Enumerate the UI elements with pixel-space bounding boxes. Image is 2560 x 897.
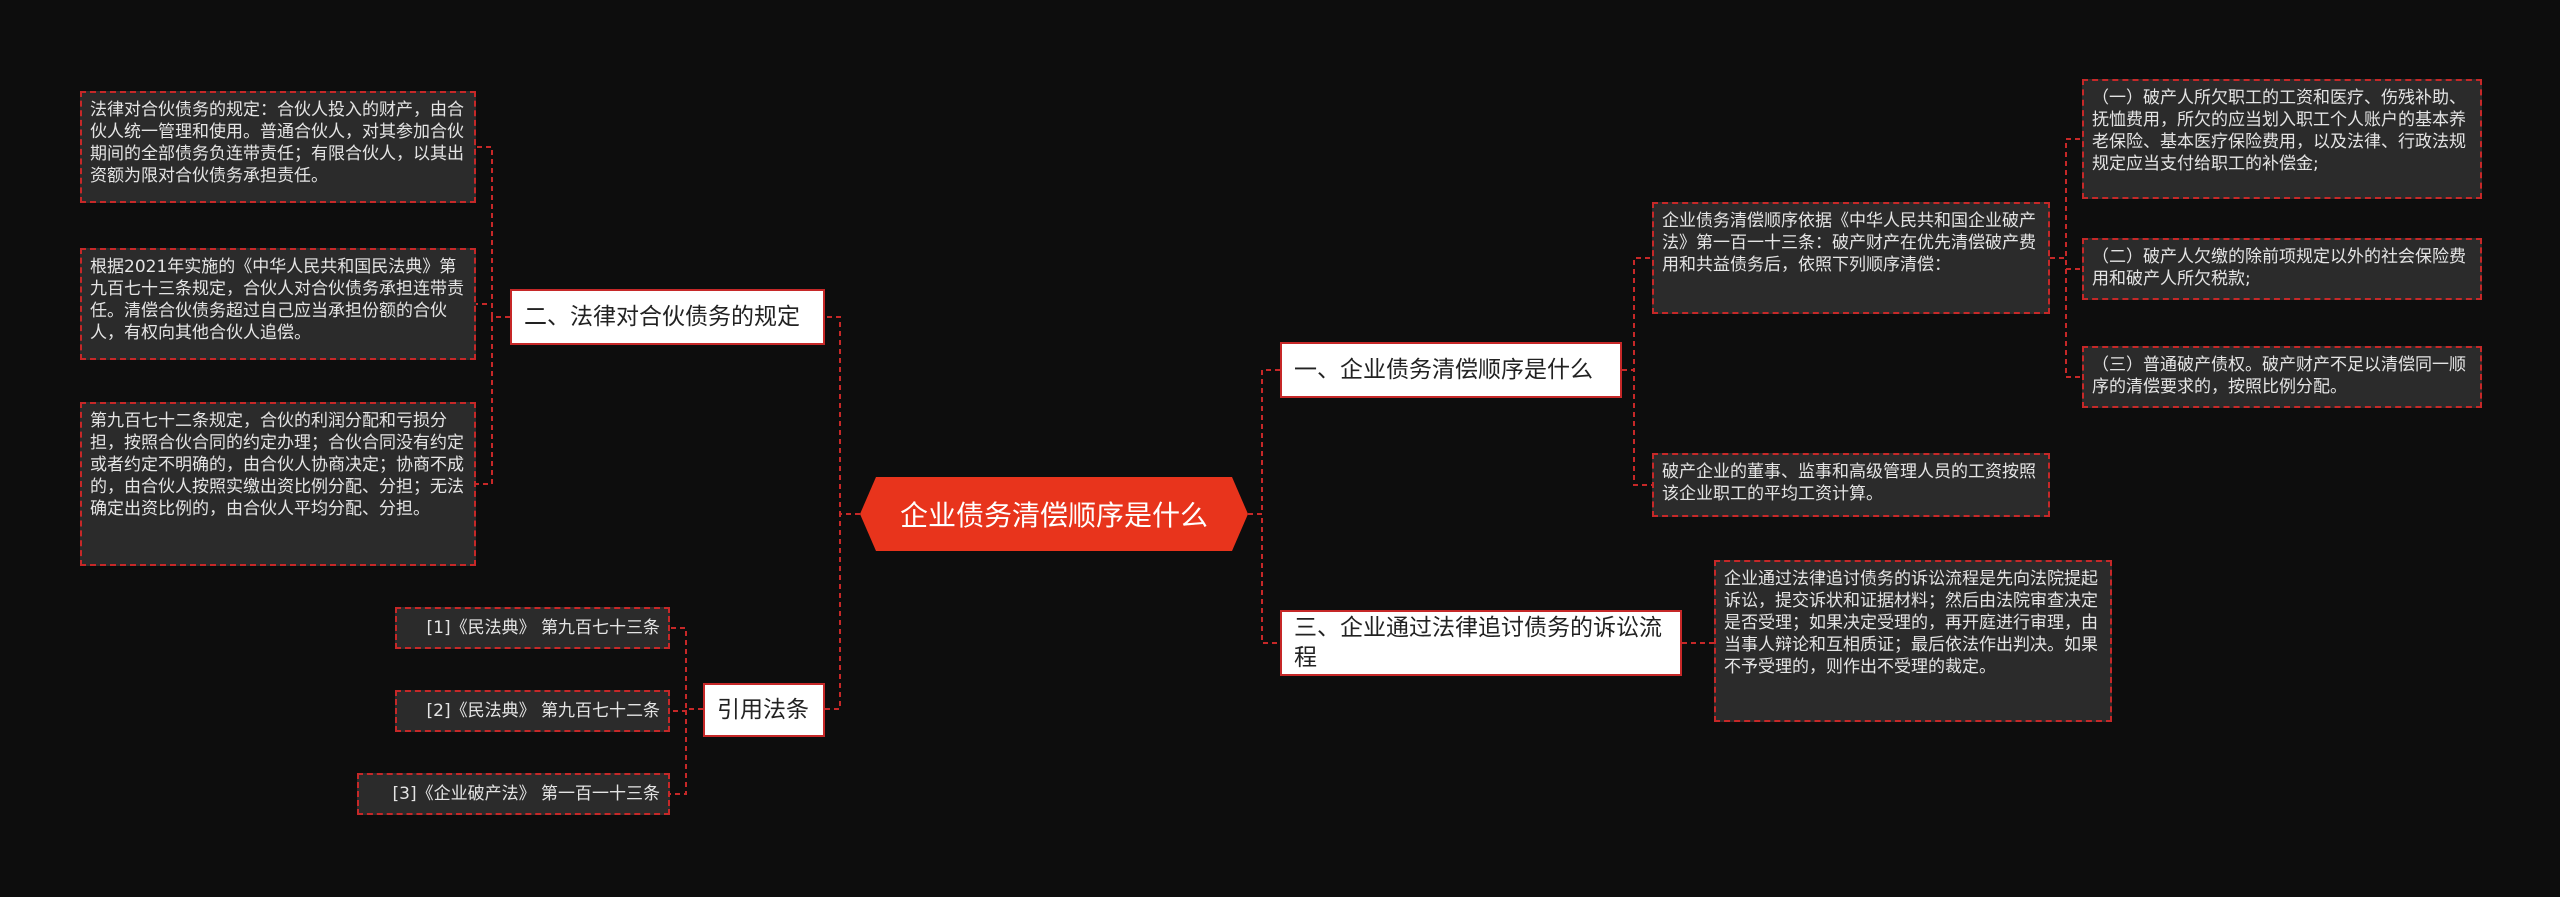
link-root-partnership — [825, 316, 860, 515]
branch-order[interactable]: 一、企业债务清偿顺序是什么 — [1280, 342, 1622, 398]
branch-citations[interactable]: 引用法条 — [703, 683, 825, 737]
leaf-order-salary[interactable]: 破产企业的董事、监事和高级管理人员的工资按照该企业职工的平均工资计算。 — [1652, 453, 2050, 517]
leaf-litigation-detail-text: 企业通过法律追讨债务的诉讼流程是先向法院提起诉讼，提交诉状和证据材料；然后由法院… — [1724, 569, 2098, 677]
link-order-salary — [1622, 369, 1652, 486]
link-citations-ref3 — [670, 708, 703, 795]
leaf-order-item-2[interactable]: （二）破产人欠缴的除前项规定以外的社会保险费用和破产人所欠税款; — [2082, 238, 2482, 300]
branch-partnership-label: 二、法律对合伙债务的规定 — [524, 304, 800, 330]
branch-litigation-label: 三、企业通过法律追讨债务的诉讼流程 — [1294, 615, 1662, 671]
citation-ref-2[interactable]: [2]《民法典》 第九百七十二条 — [395, 690, 670, 732]
leaf-order-item-3-text: （三）普通破产债权。破产财产不足以清偿同一顺序的清偿要求的，按照比例分配。 — [2092, 355, 2466, 397]
root-node[interactable]: 企业债务清偿顺序是什么 — [860, 477, 1248, 551]
citation-ref-1[interactable]: [1]《民法典》 第九百七十三条 — [395, 607, 670, 649]
citation-ref-3-text: [3]《企业破产法》 第一百一十三条 — [392, 784, 660, 804]
leaf-order-item-1-text: （一）破产人所欠职工的工资和医疗、伤残补助、抚恤费用，所欠的应当划入职工个人账户… — [2092, 88, 2466, 174]
link-basis-item1 — [2050, 138, 2082, 259]
leaf-order-item-2-text: （二）破产人欠缴的除前项规定以外的社会保险费用和破产人所欠税款; — [2092, 247, 2466, 289]
branch-order-label: 一、企业债务清偿顺序是什么 — [1294, 357, 1593, 383]
citation-ref-1-text: [1]《民法典》 第九百七十三条 — [426, 618, 660, 638]
link-partnership-item2 — [476, 303, 510, 318]
leaf-partnership-item-1-text: 法律对合伙债务的规定：合伙人投入的财产，由合伙人统一管理和使用。普通合伙人，对其… — [90, 100, 464, 186]
root-hexagon-shape — [860, 477, 1248, 551]
link-order-basis — [1622, 257, 1652, 371]
leaf-partnership-item-3-text: 第九百七十二条规定，合伙的利润分配和亏损分担，按照合伙合同的约定办理；合伙合同没… — [90, 411, 464, 519]
link-partnership-item3 — [476, 316, 510, 485]
branch-litigation[interactable]: 三、企业通过法律追讨债务的诉讼流程 — [1280, 610, 1682, 676]
link-root-order — [1248, 369, 1280, 515]
leaf-order-salary-text: 破产企业的董事、监事和高级管理人员的工资按照该企业职工的平均工资计算。 — [1662, 462, 2036, 504]
link-citations-ref1 — [670, 627, 703, 710]
leaf-order-item-3[interactable]: （三）普通破产债权。破产财产不足以清偿同一顺序的清偿要求的，按照比例分配。 — [2082, 346, 2482, 408]
branch-partnership[interactable]: 二、法律对合伙债务的规定 — [510, 289, 825, 345]
link-root-citations — [825, 513, 860, 710]
leaf-order-basis[interactable]: 企业债务清偿顺序依据《中华人民共和国企业破产法》第一百一十三条：破产财产在优先清… — [1652, 202, 2050, 314]
leaf-partnership-item-2-text: 根据2021年实施的《中华人民共和国民法典》第九百七十三条规定，合伙人对合伙债务… — [90, 257, 464, 343]
leaf-litigation-detail[interactable]: 企业通过法律追讨债务的诉讼流程是先向法院提起诉讼，提交诉状和证据材料；然后由法院… — [1714, 560, 2112, 722]
leaf-order-basis-text: 企业债务清偿顺序依据《中华人民共和国企业破产法》第一百一十三条：破产财产在优先清… — [1662, 211, 2036, 275]
root-label: 企业债务清偿顺序是什么 — [899, 499, 1208, 532]
link-root-litigation — [1248, 513, 1280, 644]
citation-ref-3[interactable]: [3]《企业破产法》 第一百一十三条 — [357, 773, 670, 815]
leaf-order-item-1[interactable]: （一）破产人所欠职工的工资和医疗、伤残补助、抚恤费用，所欠的应当划入职工个人账户… — [2082, 79, 2482, 199]
leaf-partnership-item-1[interactable]: 法律对合伙债务的规定：合伙人投入的财产，由合伙人统一管理和使用。普通合伙人，对其… — [80, 91, 476, 203]
leaf-partnership-item-3[interactable]: 第九百七十二条规定，合伙的利润分配和亏损分担，按照合伙合同的约定办理；合伙合同没… — [80, 402, 476, 566]
leaf-partnership-item-2[interactable]: 根据2021年实施的《中华人民共和国民法典》第九百七十三条规定，合伙人对合伙债务… — [80, 248, 476, 360]
citation-ref-2-text: [2]《民法典》 第九百七十二条 — [426, 701, 660, 721]
link-basis-item3 — [2050, 257, 2082, 378]
branch-citations-label: 引用法条 — [717, 697, 809, 723]
link-partnership-item1 — [476, 146, 510, 318]
